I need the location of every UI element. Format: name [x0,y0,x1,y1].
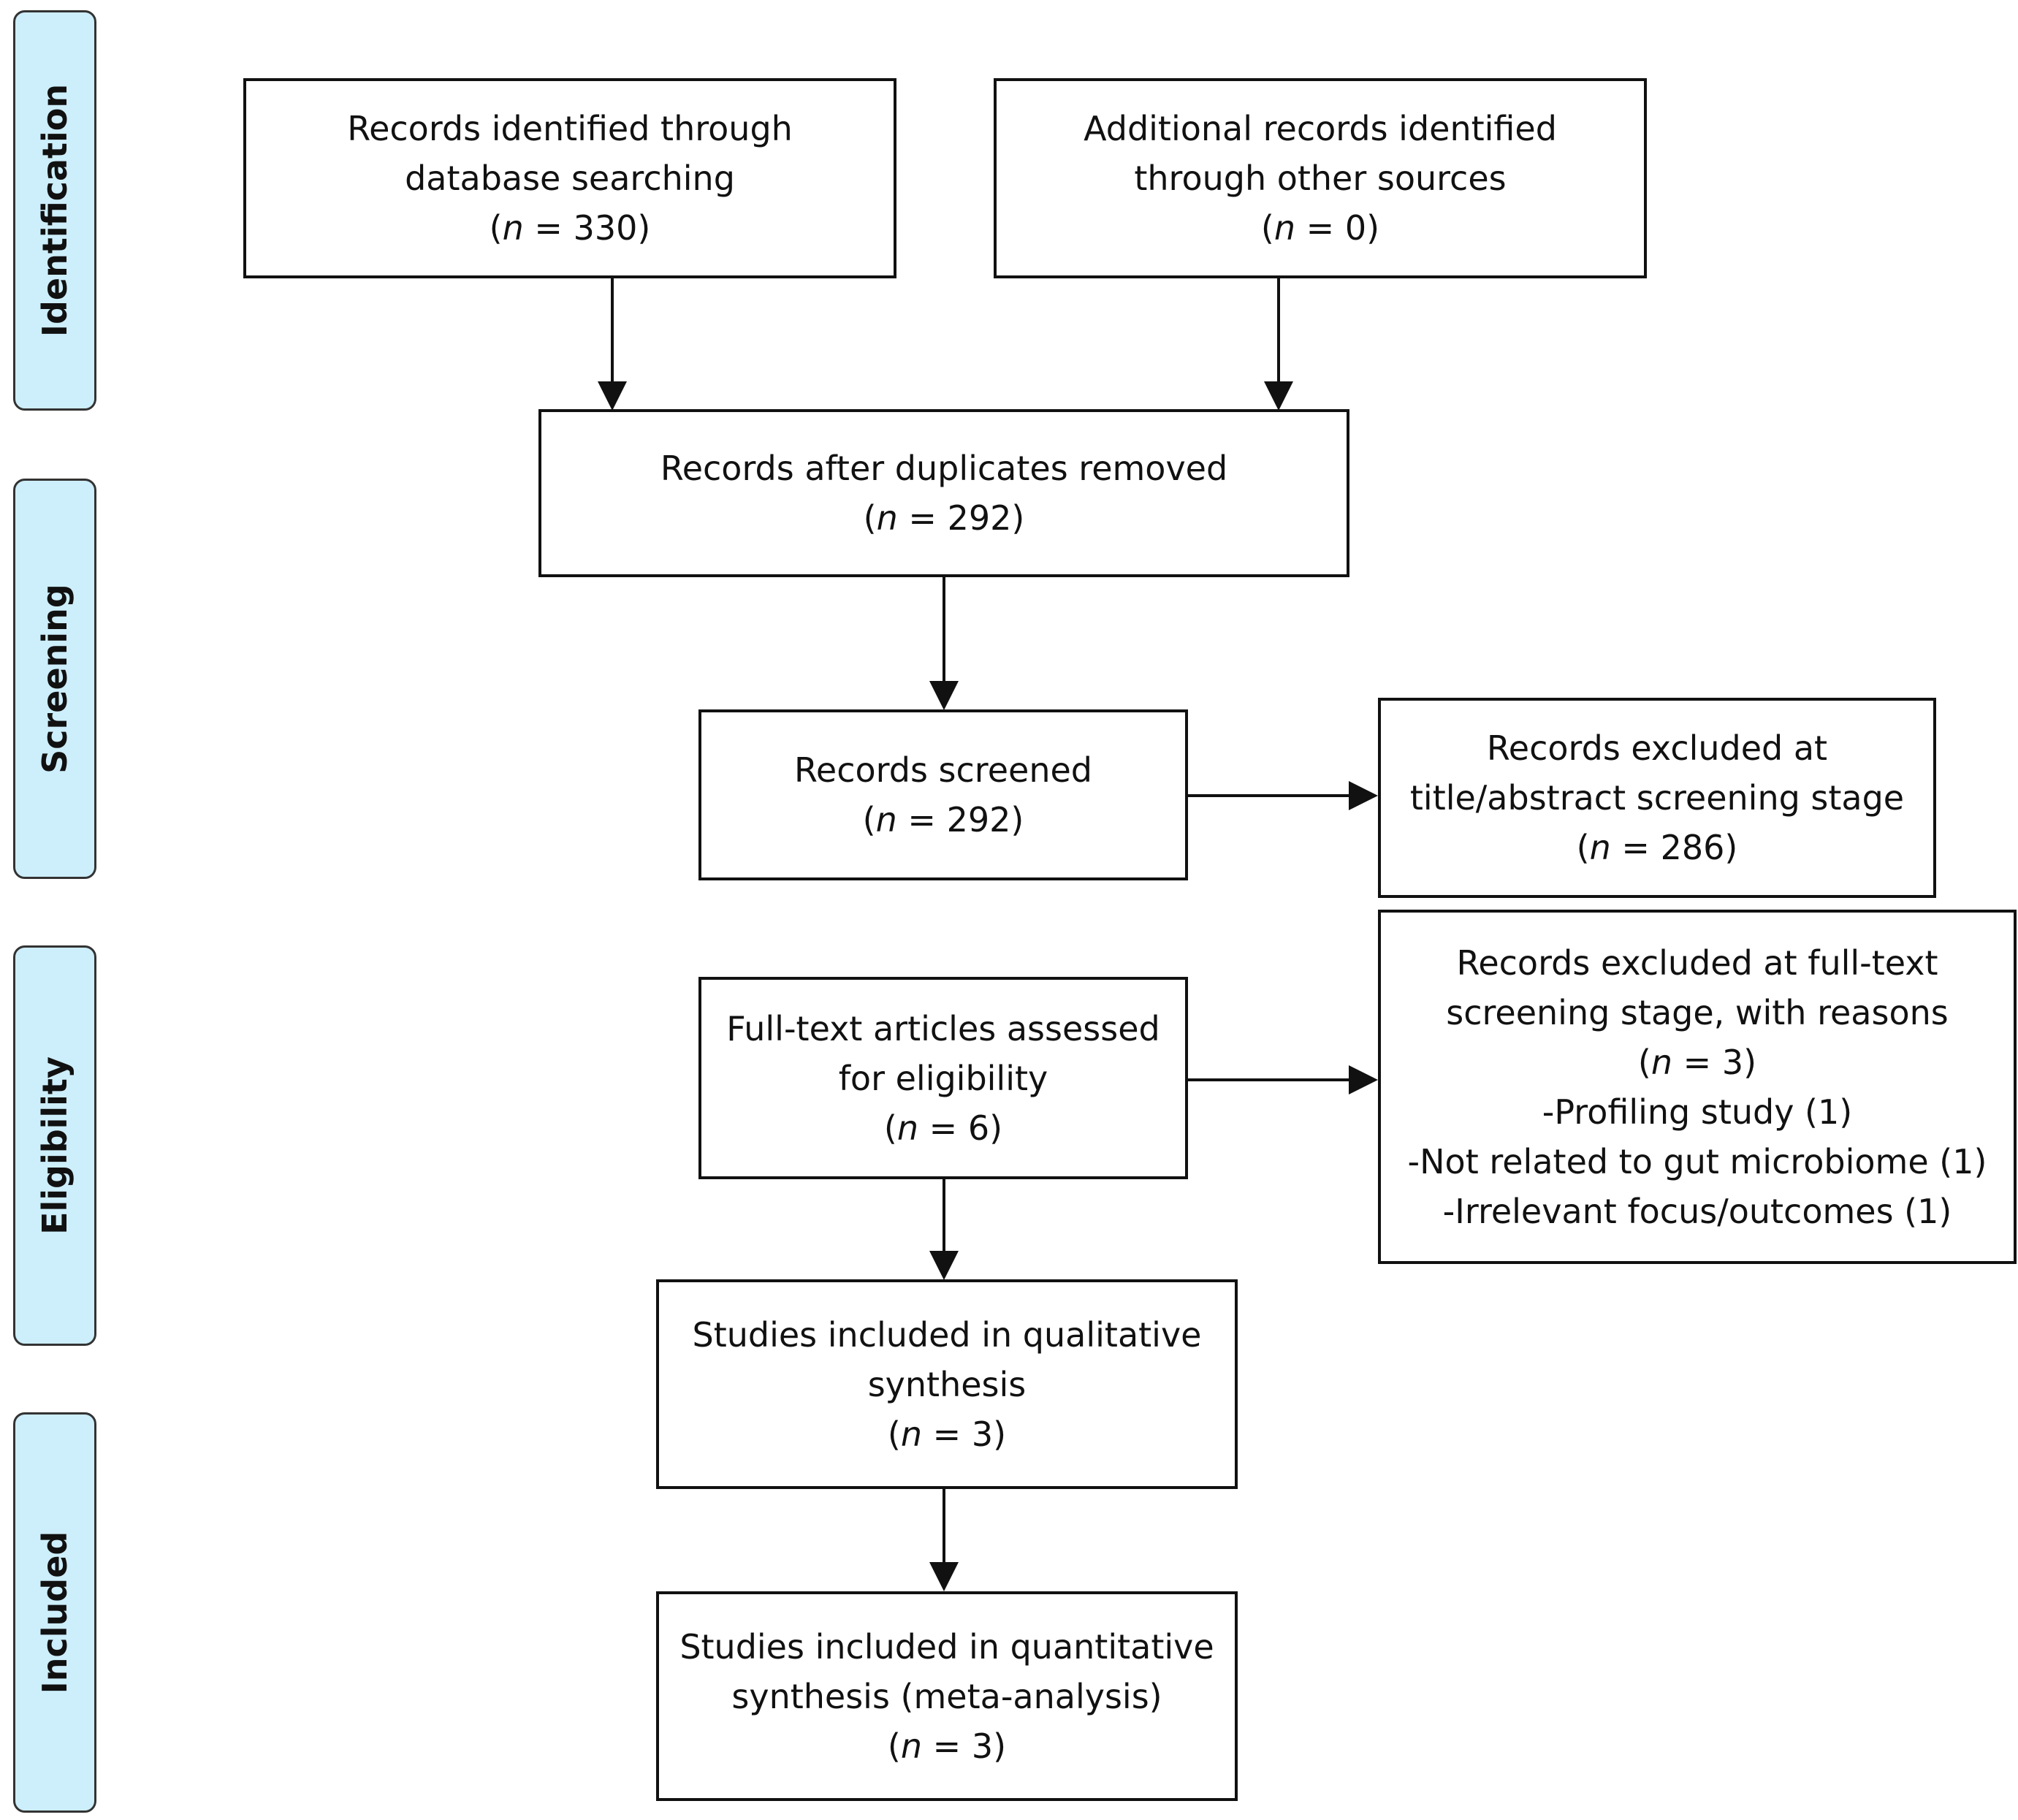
exclusion-reason: -Irrelevant focus/outcomes (1) [1442,1191,1952,1231]
box-text-line: Studies included in qualitative [692,1314,1202,1355]
count-value: 0 [1344,208,1367,248]
box-count: (n = 292) [862,800,1024,839]
count-value: 286 [1660,828,1725,867]
box-text-line: Records after duplicates removed [660,449,1228,488]
box-records-screened: Records screened (n = 292) [698,709,1188,880]
box-text-line: screening stage, with reasons [1446,992,1949,1032]
n-symbol: n [900,1414,923,1454]
box-text-line: for eligibility [838,1058,1048,1098]
count-value: 3 [1721,1042,1744,1082]
n-symbol: n [896,1108,919,1148]
phase-eligibility: Eligibility [13,945,96,1346]
box-count: (n = 3) [887,1726,1007,1766]
box-count: (n = 286) [1576,828,1738,867]
count-value: 6 [967,1108,990,1148]
box-count: (n = 330) [489,208,651,248]
box-count: (n = 3) [887,1414,1007,1454]
box-other-sources: Additional records identified through ot… [994,78,1647,278]
phase-identification: Identification [13,10,96,411]
box-text-line: Studies included in quantitative [679,1626,1214,1667]
phase-label-eligibility: Eligibility [35,1056,75,1235]
n-symbol: n [900,1726,923,1766]
box-fulltext-assessed: Full-text articles assessed for eligibil… [698,977,1188,1179]
box-count: (n = 3) [1637,1042,1757,1082]
box-text-line: Records excluded at full-text [1456,943,1938,983]
phase-included: Included [13,1412,96,1813]
count-value: 292 [947,498,1012,538]
n-symbol: n [875,800,897,839]
box-text-line: database searching [405,159,735,198]
box-text-line: Additional records identified [1084,109,1557,148]
phase-label-screening: Screening [35,584,75,774]
phase-label-identification: Identification [35,83,75,338]
box-text-line: title/abstract screening stage [1409,778,1905,818]
box-text-line: through other sources [1134,159,1507,198]
n-symbol: n [502,208,524,248]
n-symbol: n [1589,828,1611,867]
n-symbol: n [1273,208,1296,248]
box-database-searching: Records identified through database sear… [243,78,896,278]
box-count: (n = 0) [1260,208,1380,248]
exclusion-reason: -Profiling study (1) [1542,1092,1853,1132]
n-symbol: n [876,498,898,538]
phase-label-included: Included [35,1531,75,1694]
box-count: (n = 6) [883,1108,1003,1148]
box-duplicates-removed: Records after duplicates removed (n = 29… [538,409,1349,577]
box-excluded-title-abstract: Records excluded at title/abstract scree… [1378,698,1936,898]
count-value: 330 [573,208,638,248]
box-text-line: Records screened [794,750,1092,790]
count-value: 3 [971,1726,994,1766]
box-text-line: Records identified through [347,109,793,148]
box-excluded-fulltext: Records excluded at full-text screening … [1378,910,2017,1264]
exclusion-reason: -Not related to gut microbiome (1) [1407,1141,1987,1181]
box-text-line: Full-text articles assessed [726,1008,1160,1048]
box-qualitative-synthesis: Studies included in qualitative synthesi… [656,1279,1238,1489]
count-value: 3 [971,1414,994,1454]
box-text-line: synthesis (meta-analysis) [731,1676,1162,1716]
box-quantitative-synthesis: Studies included in quantitative synthes… [656,1591,1238,1801]
phase-screening: Screening [13,479,96,879]
box-count: (n = 292) [863,498,1025,538]
n-symbol: n [1650,1042,1673,1082]
box-text-line: synthesis [867,1364,1027,1404]
count-value: 292 [946,800,1011,839]
box-text-line: Records excluded at [1486,728,1828,768]
